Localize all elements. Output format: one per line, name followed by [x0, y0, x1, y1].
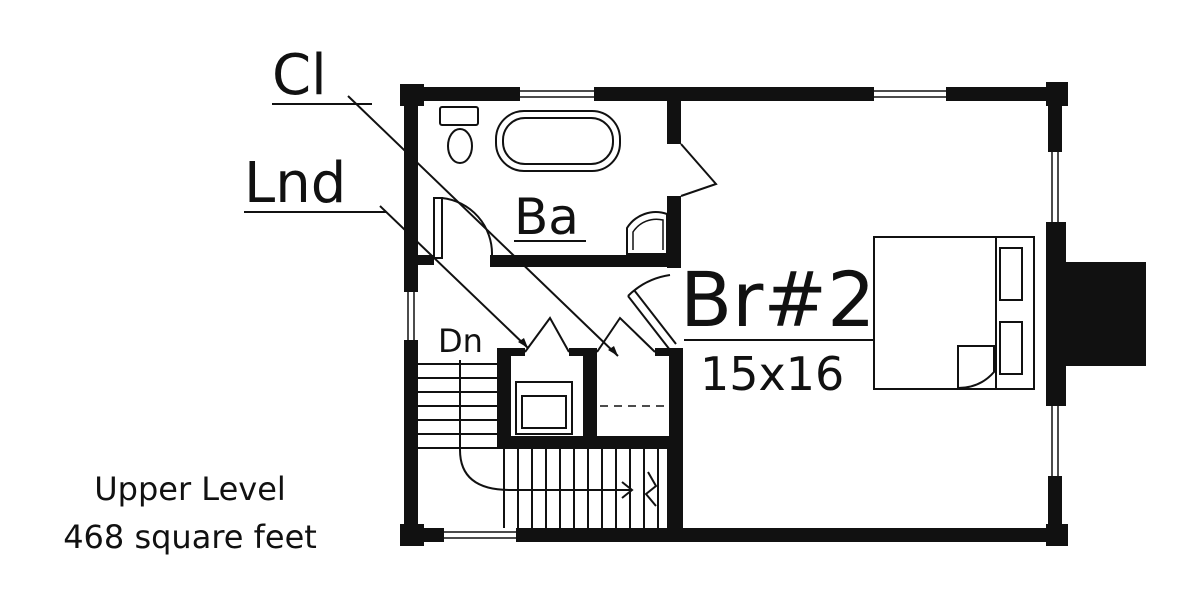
bed [873, 236, 1035, 390]
leaders [244, 95, 874, 357]
closet-door-stub-right [655, 348, 683, 356]
toilet-bowl [447, 128, 473, 164]
laundry-left-wall [497, 348, 511, 448]
right-wall-chimney-section [1046, 222, 1066, 406]
doors [433, 143, 718, 353]
bedroom-size: 15x16 [700, 347, 844, 401]
stairs [418, 360, 669, 528]
closet-label: Cl [272, 43, 327, 108]
closet-divider-wall [583, 348, 597, 448]
bedroom-label: Br#2 [680, 255, 875, 344]
bath-bottom-wall [490, 255, 681, 267]
right-wall-upper [1048, 100, 1062, 152]
bedroom-door [627, 274, 677, 351]
window-top-bath [520, 90, 594, 98]
window-left [407, 292, 415, 340]
closet-door [596, 316, 656, 353]
stairs-label: Dn [438, 322, 483, 360]
bed-turned-sheet [957, 345, 995, 390]
bath-door [433, 197, 494, 259]
window-bottom [444, 531, 516, 539]
bottom-wall-left [424, 528, 444, 542]
top-wall-left [424, 87, 520, 101]
left-wall-lower [404, 340, 418, 530]
top-wall-right [946, 87, 1050, 101]
interior-walls [418, 100, 683, 530]
window-top-bedroom [874, 90, 946, 98]
bath-label: Ba [514, 188, 579, 246]
pillow-2 [999, 321, 1023, 375]
laundry-label: Lnd [244, 151, 346, 216]
bath-fixtures [439, 106, 668, 255]
right-wall-lower [1048, 476, 1062, 528]
bathtub-inner [502, 117, 614, 165]
exterior-walls [400, 82, 1146, 546]
windows [407, 90, 1059, 539]
left-wall-upper [404, 100, 418, 292]
caption-level: Upper Level [94, 470, 286, 508]
laundry-door-stub-left [511, 348, 525, 356]
corner-post-bottom-left [400, 524, 424, 546]
stair-direction-line [459, 360, 630, 491]
window-right-upper [1051, 152, 1059, 222]
bottom-wall-main [516, 528, 1048, 542]
caption-area: 468 square feet [63, 518, 317, 556]
bath-right-wall-lower [667, 196, 681, 268]
laundry-door [524, 316, 570, 353]
corner-sink [626, 211, 668, 255]
bath-right-wall-upper [667, 100, 681, 144]
top-wall-middle [594, 87, 874, 101]
lnd-leader [379, 205, 529, 349]
pillow-1 [999, 247, 1023, 301]
bath-bifold-door [680, 143, 718, 197]
cl-leader [347, 95, 619, 357]
corner-post-bottom-right [1046, 524, 1068, 546]
laundry-door-stub-right [569, 348, 597, 356]
bath-door-stub [418, 255, 434, 265]
toilet-tank [439, 106, 479, 126]
laundry-fixtures [515, 381, 666, 435]
window-right-lower [1051, 406, 1059, 476]
chimney [1062, 262, 1146, 366]
